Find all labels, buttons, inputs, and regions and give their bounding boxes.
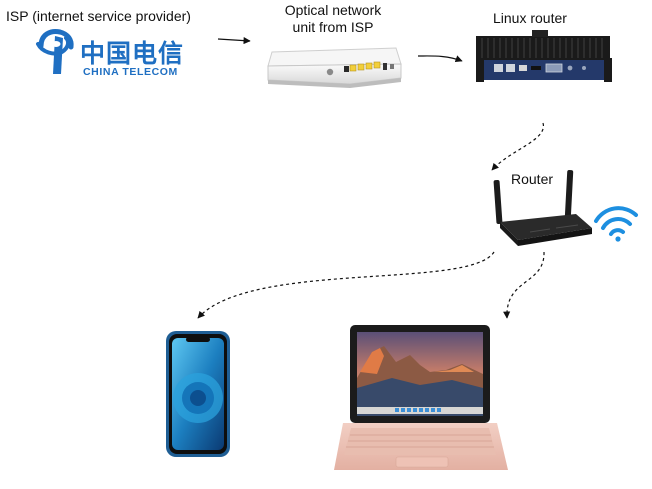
arrow-router-to-laptop: [503, 251, 545, 319]
arrow-isp-to-ont: [217, 37, 251, 45]
ont-label: Optical network unit from ISP: [268, 2, 398, 36]
linux-router-label: Linux router: [493, 10, 567, 26]
laptop-icon: [334, 325, 508, 470]
arrow-linux-router-to-router: [491, 122, 544, 171]
optical-network-unit-icon: [267, 47, 402, 88]
ont-label-line2: unit from ISP: [292, 19, 374, 35]
wifi-signal-icon: [594, 206, 638, 242]
linux-router-icon: [476, 30, 612, 82]
china-telecom-chinese-text: 中国电信: [80, 39, 185, 68]
smartphone-icon: [166, 331, 230, 457]
china-telecom-logo: [36, 29, 74, 74]
china-telecom-english-text: CHINA TELECOM: [83, 66, 178, 78]
ont-label-line1: Optical network: [284, 2, 382, 18]
wifi-router-icon: [493, 169, 592, 246]
isp-label: ISP (internet service provider): [6, 8, 191, 24]
arrow-ont-to-linux-router: [417, 55, 463, 63]
arrow-router-to-phone: [197, 251, 495, 319]
router-label: Router: [511, 171, 554, 187]
